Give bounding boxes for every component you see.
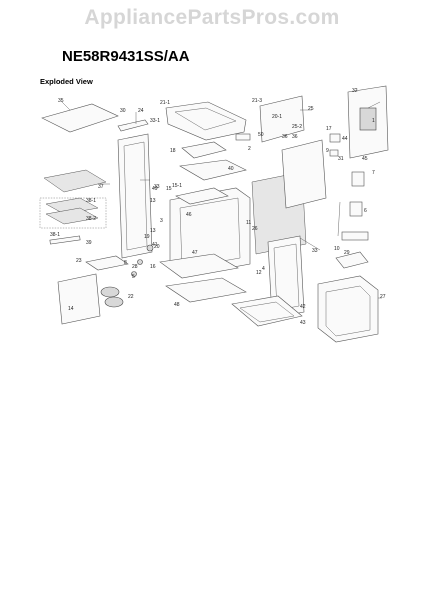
part-sensor-44[interactable] bbox=[329, 133, 341, 143]
part-storage-drawer[interactable] bbox=[317, 275, 379, 343]
part-side-trim[interactable] bbox=[117, 119, 149, 132]
part-number: 33 bbox=[312, 248, 318, 254]
part-number: 38-2 bbox=[86, 216, 96, 222]
part-number: 22 bbox=[128, 294, 134, 300]
part-number: 36 bbox=[292, 134, 298, 140]
part-number: 19 bbox=[144, 234, 150, 240]
part-base-pan[interactable] bbox=[165, 277, 247, 303]
part-number: 8 bbox=[124, 260, 127, 266]
part-number: 33-1 bbox=[150, 118, 160, 124]
part-number: 2 bbox=[248, 146, 251, 152]
part-number: 25 bbox=[308, 106, 314, 112]
part-number: 45 bbox=[362, 156, 368, 162]
part-number: 1 bbox=[372, 118, 375, 124]
part-top-panel[interactable] bbox=[41, 103, 119, 133]
part-trim-bar[interactable] bbox=[49, 235, 81, 245]
part-number: 15-1 bbox=[172, 183, 182, 189]
part-number: 25-2 bbox=[292, 124, 302, 130]
part-burner[interactable] bbox=[104, 296, 124, 308]
part-number: 26 bbox=[252, 226, 258, 232]
part-number: 17 bbox=[326, 126, 332, 132]
part-number: 41 bbox=[152, 242, 158, 248]
part-back-panel[interactable] bbox=[259, 95, 305, 143]
part-number: 28 bbox=[132, 264, 138, 270]
part-cooktop-frame[interactable] bbox=[165, 101, 247, 141]
part-duct-cover[interactable] bbox=[181, 141, 227, 159]
part-number: 38-1 bbox=[86, 198, 96, 204]
part-number: 39 bbox=[86, 240, 92, 246]
part-oven-top-duct[interactable] bbox=[175, 187, 229, 205]
part-drawer-front[interactable] bbox=[57, 273, 101, 325]
part-knob-20[interactable] bbox=[146, 244, 154, 252]
part-valve-6[interactable] bbox=[349, 201, 363, 217]
part-number: 15 bbox=[166, 186, 172, 192]
part-number: 18 bbox=[170, 148, 176, 154]
part-rear-frame[interactable] bbox=[281, 139, 327, 209]
part-number: 48 bbox=[174, 302, 180, 308]
exploded-view-label: Exploded View bbox=[40, 77, 93, 86]
part-number: 40 bbox=[228, 166, 234, 172]
part-number: 24 bbox=[138, 108, 144, 114]
part-number: 20 bbox=[154, 244, 160, 250]
part-drawer[interactable] bbox=[231, 295, 303, 327]
part-number: 42 bbox=[300, 304, 306, 310]
part-oven-rack-38-2[interactable] bbox=[45, 207, 99, 225]
part-number: 4 bbox=[262, 266, 265, 272]
part-number: 6 bbox=[364, 208, 367, 214]
part-oven-rack-38-1[interactable] bbox=[45, 197, 99, 215]
watermark: AppliancePartsPros.com bbox=[84, 6, 340, 29]
part-number: 27 bbox=[380, 294, 386, 300]
part-number: 31 bbox=[338, 156, 344, 162]
part-number: 35 bbox=[58, 98, 64, 104]
part-number: 37 bbox=[98, 184, 104, 190]
part-number: 46 bbox=[186, 212, 192, 218]
part-number: 49 bbox=[152, 186, 158, 192]
part-number: 13 bbox=[150, 198, 156, 204]
part-number: 30 bbox=[120, 108, 126, 114]
part-number: 21-3 bbox=[252, 98, 262, 104]
part-number: 38-1 bbox=[50, 232, 60, 238]
part-number: 20-1 bbox=[272, 114, 282, 120]
model-number-title: NE58R9431SS/AA bbox=[62, 48, 190, 65]
part-valve-7[interactable] bbox=[351, 171, 365, 187]
part-bracket-50[interactable] bbox=[235, 133, 251, 141]
part-number: 23 bbox=[76, 258, 82, 264]
part-number: 36 bbox=[282, 134, 288, 140]
part-number: 33 bbox=[154, 184, 160, 190]
part-number: 43 bbox=[300, 320, 306, 326]
part-burner[interactable] bbox=[100, 286, 120, 298]
part-knob-28[interactable] bbox=[131, 271, 137, 277]
part-bracket-23[interactable] bbox=[85, 255, 129, 271]
part-number: 32 bbox=[352, 88, 358, 94]
part-number: 10 bbox=[334, 246, 340, 252]
part-number: 29 bbox=[344, 250, 350, 256]
part-wire-harness[interactable] bbox=[335, 251, 369, 269]
part-number: 5 bbox=[132, 274, 135, 280]
part-number: 47 bbox=[192, 250, 198, 256]
part-number: 7 bbox=[372, 170, 375, 176]
part-number: 50 bbox=[258, 132, 264, 138]
part-number: 3 bbox=[160, 218, 163, 224]
part-oven-rack-37[interactable] bbox=[43, 169, 107, 193]
part-number: 44 bbox=[342, 136, 348, 142]
part-number: 11 bbox=[246, 220, 251, 226]
part-number: 16 bbox=[150, 264, 156, 270]
part-connector-9[interactable] bbox=[329, 149, 339, 157]
part-relay-3[interactable] bbox=[341, 231, 369, 241]
part-number: 14 bbox=[68, 306, 74, 312]
part-number: 21-1 bbox=[160, 100, 170, 106]
part-number: 12 bbox=[256, 270, 262, 276]
part-number: 13 bbox=[150, 228, 156, 234]
part-number: 9 bbox=[326, 148, 329, 154]
part-top-cover[interactable] bbox=[179, 159, 247, 181]
part-bottom-tray[interactable] bbox=[159, 253, 239, 279]
part-knob-19[interactable] bbox=[137, 259, 143, 265]
